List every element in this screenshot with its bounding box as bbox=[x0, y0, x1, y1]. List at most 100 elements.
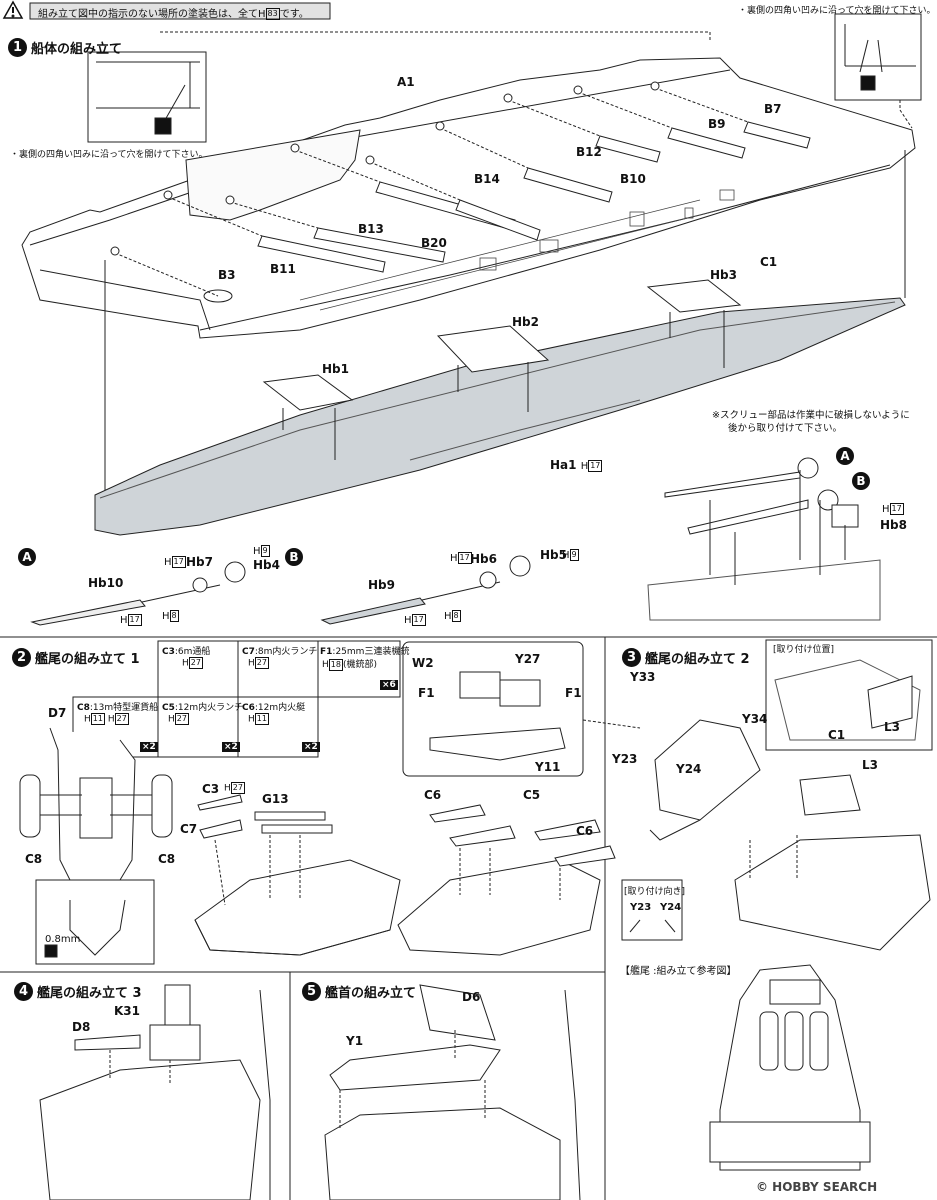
hb10-color-code: 17 bbox=[127, 614, 142, 626]
step2-title: 2 艦尾の組み立て 1 bbox=[12, 648, 140, 667]
boat-c8-code: C8 bbox=[77, 703, 90, 713]
part-label-c7: C7 bbox=[180, 822, 198, 836]
boat-c8: C8:13m特型運貨船 bbox=[77, 700, 158, 713]
boat-c8-name: :13m特型運貨船 bbox=[89, 703, 159, 713]
step4-title-text: 艦尾の組み立て 3 bbox=[37, 986, 142, 1001]
part-label-c1-step3: C1 bbox=[828, 728, 846, 742]
boat-f1-name: :25mm三連装機銃 bbox=[332, 647, 410, 657]
part-label-b9: B9 bbox=[708, 117, 726, 131]
part-label-hb2: Hb2 bbox=[512, 315, 539, 329]
header-note-text: 組み立て図中の指示のない場所の塗装色は、全てH bbox=[38, 9, 266, 20]
boat-c3-code: C3 bbox=[162, 647, 175, 657]
part-label-l3a: L3 bbox=[884, 720, 900, 734]
boat-c5-name: :12m内火ランチ bbox=[174, 703, 244, 713]
step5-number: 5 bbox=[302, 982, 321, 1001]
step3-title: 3 艦尾の組み立て 2 bbox=[622, 648, 750, 667]
part-label-c8a: C8 bbox=[25, 852, 43, 866]
hb9-color-code: 17 bbox=[411, 614, 426, 626]
watermark: © HOBBY SEARCH bbox=[756, 1180, 878, 1194]
marker-b-right: B bbox=[852, 472, 870, 490]
boat-c3: C3:6m通船 bbox=[162, 644, 210, 657]
part-label-b12: B12 bbox=[576, 145, 602, 159]
part-label-c1: C1 bbox=[760, 255, 778, 269]
part-label-y23b: Y23 bbox=[630, 902, 652, 913]
part-label-b3: B3 bbox=[218, 268, 236, 282]
part-label-y24b: Y24 bbox=[660, 902, 682, 913]
boat-f1-qty: ×6 bbox=[380, 680, 398, 690]
boat-f1-sub: (機銃部) bbox=[342, 660, 377, 670]
part-label-y24: Y24 bbox=[676, 762, 702, 776]
boat-c3-color-code: 27 bbox=[188, 657, 203, 669]
step2-number: 2 bbox=[12, 648, 31, 667]
drill-size: 0.8mm bbox=[45, 934, 81, 945]
part-label-y11: Y11 bbox=[535, 760, 561, 774]
step5-title: 5 艦首の組み立て bbox=[302, 982, 416, 1001]
step3-title-text: 艦尾の組み立て 2 bbox=[645, 652, 750, 667]
part-label-c6b: C6 bbox=[576, 824, 594, 838]
boat-c6-name: :12m内火艇 bbox=[254, 703, 306, 713]
boat-c5-color-code: 27 bbox=[174, 713, 189, 725]
step1-title-text: 船体の組み立て bbox=[31, 42, 123, 57]
ha1-text: Ha1 bbox=[550, 458, 577, 472]
part-label-y1: Y1 bbox=[346, 1034, 364, 1048]
marker-a-left: A bbox=[18, 548, 36, 566]
step3-number: 3 bbox=[622, 648, 641, 667]
part-label-hb8: Hb8 bbox=[880, 518, 907, 532]
part-label-y33: Y33 bbox=[630, 670, 656, 684]
boat-c7-name: :8m内火ランチ bbox=[254, 647, 318, 657]
boat-c5-qty: ×2 bbox=[222, 742, 240, 752]
part-label-w2: W2 bbox=[412, 656, 434, 670]
part-label-c8b: C8 bbox=[158, 852, 176, 866]
hb8-color-code: 17 bbox=[889, 503, 904, 515]
step1-note-right: ・裏側の四角い凹みに沿って穴を開けて下さい。 bbox=[738, 6, 936, 16]
part-label-y27: Y27 bbox=[515, 652, 541, 666]
part-label-hb10: Hb10 bbox=[88, 576, 124, 590]
part-label-b11: B11 bbox=[270, 262, 296, 276]
part-label-b7: B7 bbox=[764, 102, 782, 116]
part-label-d7: D7 bbox=[48, 706, 67, 720]
boat-f1-code: F1 bbox=[320, 647, 333, 657]
part-label-hb5: Hb5 bbox=[540, 548, 567, 562]
part-label-k31: K31 bbox=[114, 1004, 140, 1018]
boat-c8-color-code-2: 27 bbox=[114, 713, 129, 725]
part-label-y34: Y34 bbox=[742, 712, 768, 726]
step2-title-text: 艦尾の組み立て 1 bbox=[35, 652, 140, 667]
step4-number: 4 bbox=[14, 982, 33, 1001]
hb7-color-code: 17 bbox=[171, 556, 186, 568]
part-label-hb9: Hb9 bbox=[368, 578, 395, 592]
part-label-y23: Y23 bbox=[612, 752, 638, 766]
screw-note-2: 後から取り付けて下さい。 bbox=[728, 423, 843, 434]
hb4-color-code: 9 bbox=[260, 545, 270, 557]
marker-b-left: B bbox=[285, 548, 303, 566]
hb6-color-code: 17 bbox=[457, 552, 472, 564]
part-label-c5: C5 bbox=[523, 788, 541, 802]
boat-c7-color-code: 27 bbox=[254, 657, 269, 669]
boat-c5: C5:12m内火ランチ bbox=[162, 700, 243, 713]
step4-title: 4 艦尾の組み立て 3 bbox=[14, 982, 142, 1001]
part-label-g13: G13 bbox=[262, 792, 289, 806]
part-label-d6: D6 bbox=[462, 990, 481, 1004]
boat-f1: F1:25mm三連装機銃 bbox=[320, 644, 409, 657]
part-label-hb7: Hb7 bbox=[186, 555, 213, 569]
part-label-d8: D8 bbox=[72, 1020, 91, 1034]
part-label-a1: A1 bbox=[397, 75, 415, 89]
part-label-hb6: Hb6 bbox=[470, 552, 497, 566]
part-label-b14: B14 bbox=[474, 172, 500, 186]
boat-c8-color-code-1: 11 bbox=[90, 713, 105, 725]
part-label-b13: B13 bbox=[358, 222, 384, 236]
